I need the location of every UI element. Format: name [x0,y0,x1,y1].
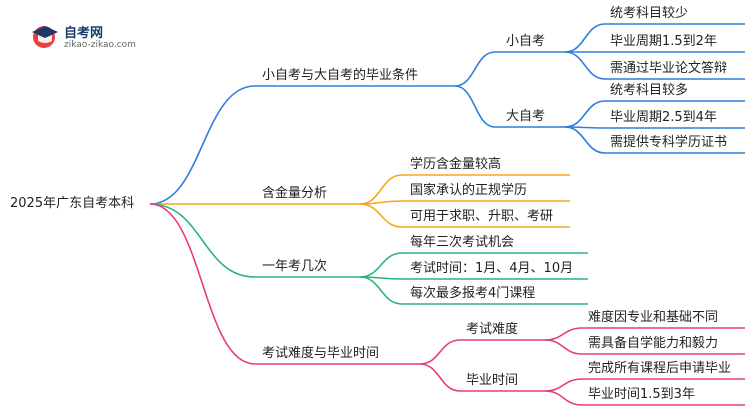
connector-big-leaf [564,126,606,154]
leaf-text: 需提供专科学历证书 [610,135,728,150]
logo-url: zikao-zikao.com [64,40,136,50]
branch-graduation-conditions: 小自考与大自考的毕业条件 [262,68,419,83]
connector-branch4-difficulty [419,339,461,365]
connector-branch1-big [454,85,496,128]
leaf-text: 毕业时间1.5到3年 [588,387,695,402]
connector-branch3-leaf [359,252,403,278]
leaf-text: 统考科目较多 [610,83,689,98]
leaf-text: 统考科目较少 [610,6,689,21]
leaf-text: 学历含金量较高 [410,157,502,172]
connector-branch2-leaf [359,203,403,228]
connector-branch3-leaf [359,276,403,305]
connector-time-leaf [544,378,583,392]
leaf-text: 每年三次考试机会 [410,235,515,250]
connector-small-leaf [564,51,606,80]
branch-exams-per-year: 一年考几次 [262,259,328,274]
leaf-text: 完成所有课程后申请毕业 [588,361,732,376]
leaf-text: 考试时间：1月、4月、10月 [410,261,574,276]
branch-value-analysis: 含金量分析 [262,186,328,201]
connector-time-leaf [544,390,583,406]
logo-name: 自考网 [64,26,104,41]
leaf-text: 毕业周期1.5到2年 [610,34,717,49]
connector-root-branch1 [149,85,256,205]
connector-difficulty-leaf [544,327,583,341]
topic-exam-difficulty: 考试难度 [466,322,519,337]
connector-small-leaf [564,23,606,53]
leaf-text: 毕业周期2.5到4年 [610,110,717,125]
connector-branch1-small [454,51,496,87]
leaf-text: 需具备自学能力和毅力 [588,336,719,351]
leaf-text: 难度因专业和基础不同 [588,310,719,325]
leaf-text: 可用于求职、升职、考研 [410,209,554,224]
connector-branch2-leaf [359,174,403,205]
root-topic: 2025年广东自考本科 [10,196,135,211]
connector-branch4-time [419,363,461,392]
branch-difficulty-and-time: 考试难度与毕业时间 [262,346,380,361]
connector-root-branch4 [149,203,256,365]
graduation-cap-icon [32,26,58,48]
leaf-text: 国家承认的正规学历 [410,183,528,198]
topic-big-self-exam: 大自考 [506,109,546,124]
topic-graduation-time: 毕业时间 [466,373,519,388]
site-logo: 自考网 zikao-zikao.com [30,20,140,60]
leaf-text: 每次最多报考4门课程 [410,286,536,301]
connector-root-branch3 [149,203,256,278]
connector-difficulty-leaf [544,339,583,355]
leaf-text: 需通过毕业论文答辩 [610,61,728,76]
topic-small-self-exam: 小自考 [506,34,546,49]
connector-big-leaf [564,100,606,128]
